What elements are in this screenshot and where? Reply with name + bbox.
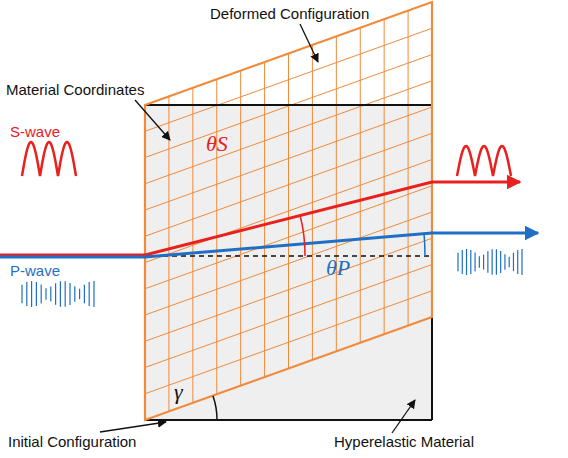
p-wave-signal (479, 256, 480, 267)
p-wave-signal (470, 250, 471, 274)
material-grid (145, 11, 432, 412)
p-wave-signal (93, 281, 94, 307)
p-wave-signal (500, 251, 501, 273)
grid-line (145, 265, 432, 368)
figure-label: Initial Configuration (6, 434, 138, 451)
p-wave-signal (492, 249, 493, 274)
initial-edge (145, 104, 432, 106)
p-wave-signal (462, 250, 463, 274)
p-wave-signal (26, 282, 27, 306)
p-wave-signal (457, 253, 458, 272)
p-wave-signal (496, 249, 497, 275)
p-wave-signal (21, 285, 22, 304)
p-wave-signal (483, 255, 484, 270)
leader-line (392, 400, 415, 433)
angle-label: θP (326, 256, 350, 280)
p-wave-signal (41, 285, 42, 304)
p-wave-signal (45, 288, 46, 299)
p-wave-signal (513, 253, 514, 271)
p-wave-signal (50, 287, 51, 302)
grid-line (145, 107, 432, 210)
leader-line (300, 24, 318, 62)
p-wave-signal (504, 254, 505, 269)
p-wave-signal (509, 257, 510, 268)
reference-line (145, 255, 432, 256)
p-wave-signal (69, 283, 70, 305)
deformed-outline (145, 2, 432, 420)
p-wave-signal (60, 281, 61, 306)
grid-line (145, 160, 432, 263)
p-wave-signal (521, 249, 522, 275)
p-wave-signal (84, 285, 85, 303)
grid-line (145, 133, 432, 236)
wave-label: S-wave (10, 124, 60, 141)
p-wave-signal (36, 282, 37, 306)
angle-label: γ (174, 380, 183, 404)
p-wave-signal (89, 282, 90, 306)
p-wave-signal (517, 250, 518, 274)
p-wave-signal (487, 251, 488, 273)
p-wave-signal (474, 253, 475, 272)
p-wave-signal (74, 286, 75, 301)
angle-label: θS (206, 132, 228, 156)
figure-label: Material Coordinates (4, 82, 146, 99)
p-wave-signal (466, 249, 467, 275)
wave-label: P-wave (10, 263, 60, 280)
grid-line (145, 55, 432, 158)
leader-line (100, 422, 166, 432)
initial-edge (431, 317, 433, 420)
p-wave-ray (0, 233, 538, 257)
s-wave-signal (22, 142, 76, 176)
grid-line (145, 81, 432, 184)
s-wave-ray (0, 182, 520, 255)
gamma-arc (213, 396, 217, 420)
figure-label: Deformed Configuration (208, 6, 371, 23)
initial-edge (145, 419, 432, 421)
leader-line (135, 100, 170, 140)
s-wave-signal (457, 146, 511, 176)
grid-line (145, 291, 432, 394)
p-wave-signal (31, 281, 32, 307)
theta-s-arc (300, 215, 305, 256)
p-wave-signal (79, 289, 80, 300)
p-wave-signal (65, 281, 66, 307)
p-wave-signal (55, 283, 56, 305)
theta-p-arc (424, 233, 425, 256)
grid-line (145, 212, 432, 315)
grid-line (145, 28, 432, 131)
wave-signals (22, 142, 522, 307)
figure-label: Hyperelastic Material (332, 434, 476, 451)
